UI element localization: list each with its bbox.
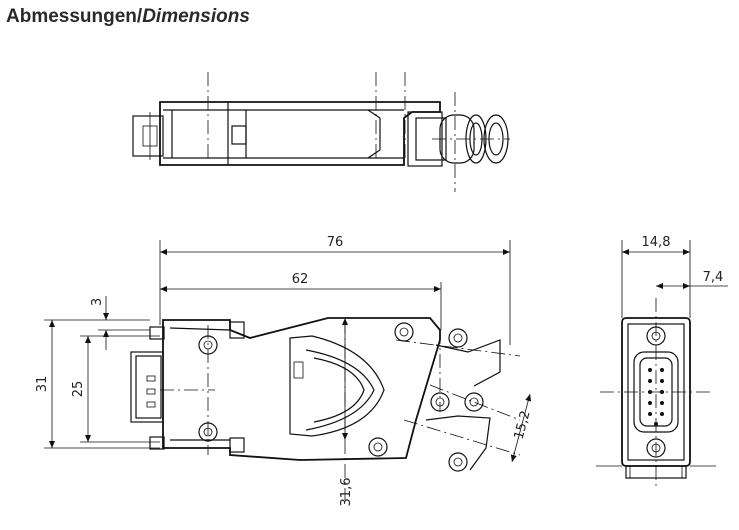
dim-overall-length: 76 [327, 235, 344, 250]
dim-offset-top: 3 [90, 298, 105, 306]
screw-8 [448, 452, 468, 472]
title-italic: Dimensions [142, 6, 250, 27]
top-view [132, 72, 510, 192]
front-dimension-lines [44, 240, 532, 463]
screw-4 [368, 437, 388, 457]
dim-cable-diameter: 15,2 [512, 409, 534, 441]
screw-7 [464, 392, 484, 412]
dim-side-offset: 7,4 [703, 270, 724, 285]
dim-connector-height: 25 [71, 381, 86, 398]
dim-side-width: 14,8 [642, 235, 671, 250]
page-title: Abmessungen/Dimensions [6, 6, 250, 28]
dim-total-height: 31 [35, 376, 50, 393]
side-view [596, 240, 728, 488]
title-main: Abmessungen/ [6, 6, 143, 27]
screw-5 [448, 328, 468, 348]
dsub-pins [648, 368, 664, 426]
dim-bottom-offset: 31,6 [339, 478, 354, 507]
dim-body-length: 62 [292, 272, 309, 287]
front-view [130, 317, 521, 500]
screw-3 [394, 322, 414, 342]
